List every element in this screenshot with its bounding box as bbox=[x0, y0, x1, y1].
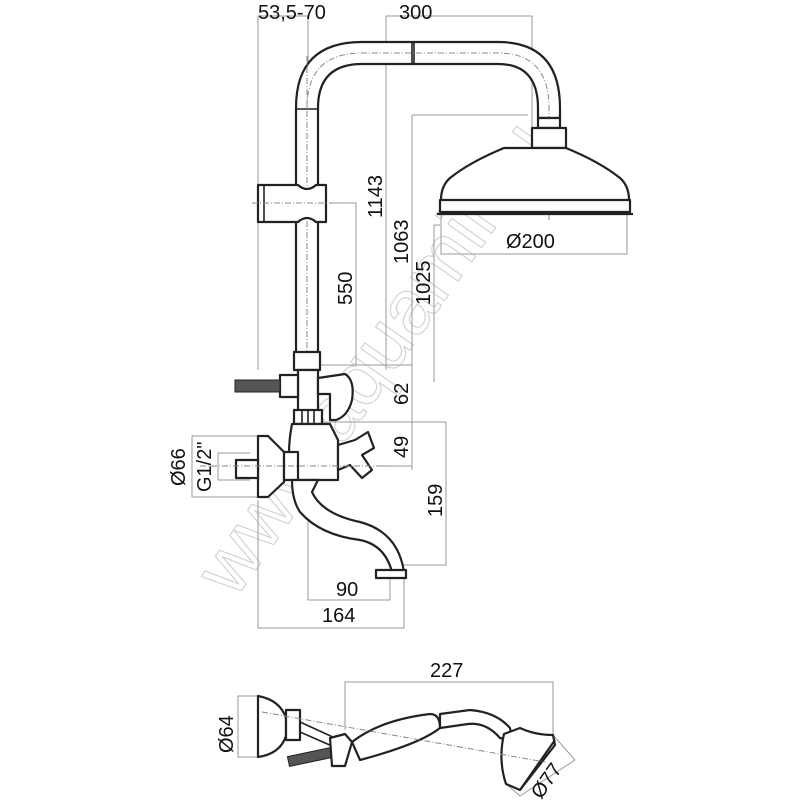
dim-arm-reach: 300 bbox=[399, 2, 432, 24]
dim-spout-reach-wall: 164 bbox=[322, 605, 355, 627]
dim-escutcheon-diameter: Ø66 bbox=[168, 448, 190, 486]
dim-spout-drop: 159 bbox=[425, 484, 447, 517]
hand-shower-slider bbox=[252, 183, 340, 224]
dim-holder-diameter: Ø64 bbox=[216, 715, 238, 753]
shower-riser bbox=[294, 40, 562, 470]
hand-shower bbox=[256, 694, 557, 792]
dim-head-diameter: Ø200 bbox=[506, 231, 555, 253]
dim-height-head-bottom: 1025 bbox=[413, 261, 435, 306]
dim-height-total: 1143 bbox=[365, 175, 387, 218]
dim-valve-to-axis: 49 bbox=[391, 436, 413, 458]
dim-height-head-top: 1063 bbox=[391, 220, 413, 265]
dim-spout-reach-axis: 90 bbox=[336, 579, 358, 601]
overhead-shower-head bbox=[437, 116, 633, 216]
dim-wall-offset: 53,5-70 bbox=[258, 2, 326, 24]
bath-mixer bbox=[200, 350, 408, 580]
dimension-lines bbox=[191, 15, 628, 797]
dim-diverter-height: 62 bbox=[391, 383, 413, 405]
dim-slider-height: 550 bbox=[335, 272, 357, 305]
dim-hand-shower-length: 227 bbox=[430, 660, 463, 682]
dim-inlet-thread: G1/2" bbox=[194, 442, 216, 492]
